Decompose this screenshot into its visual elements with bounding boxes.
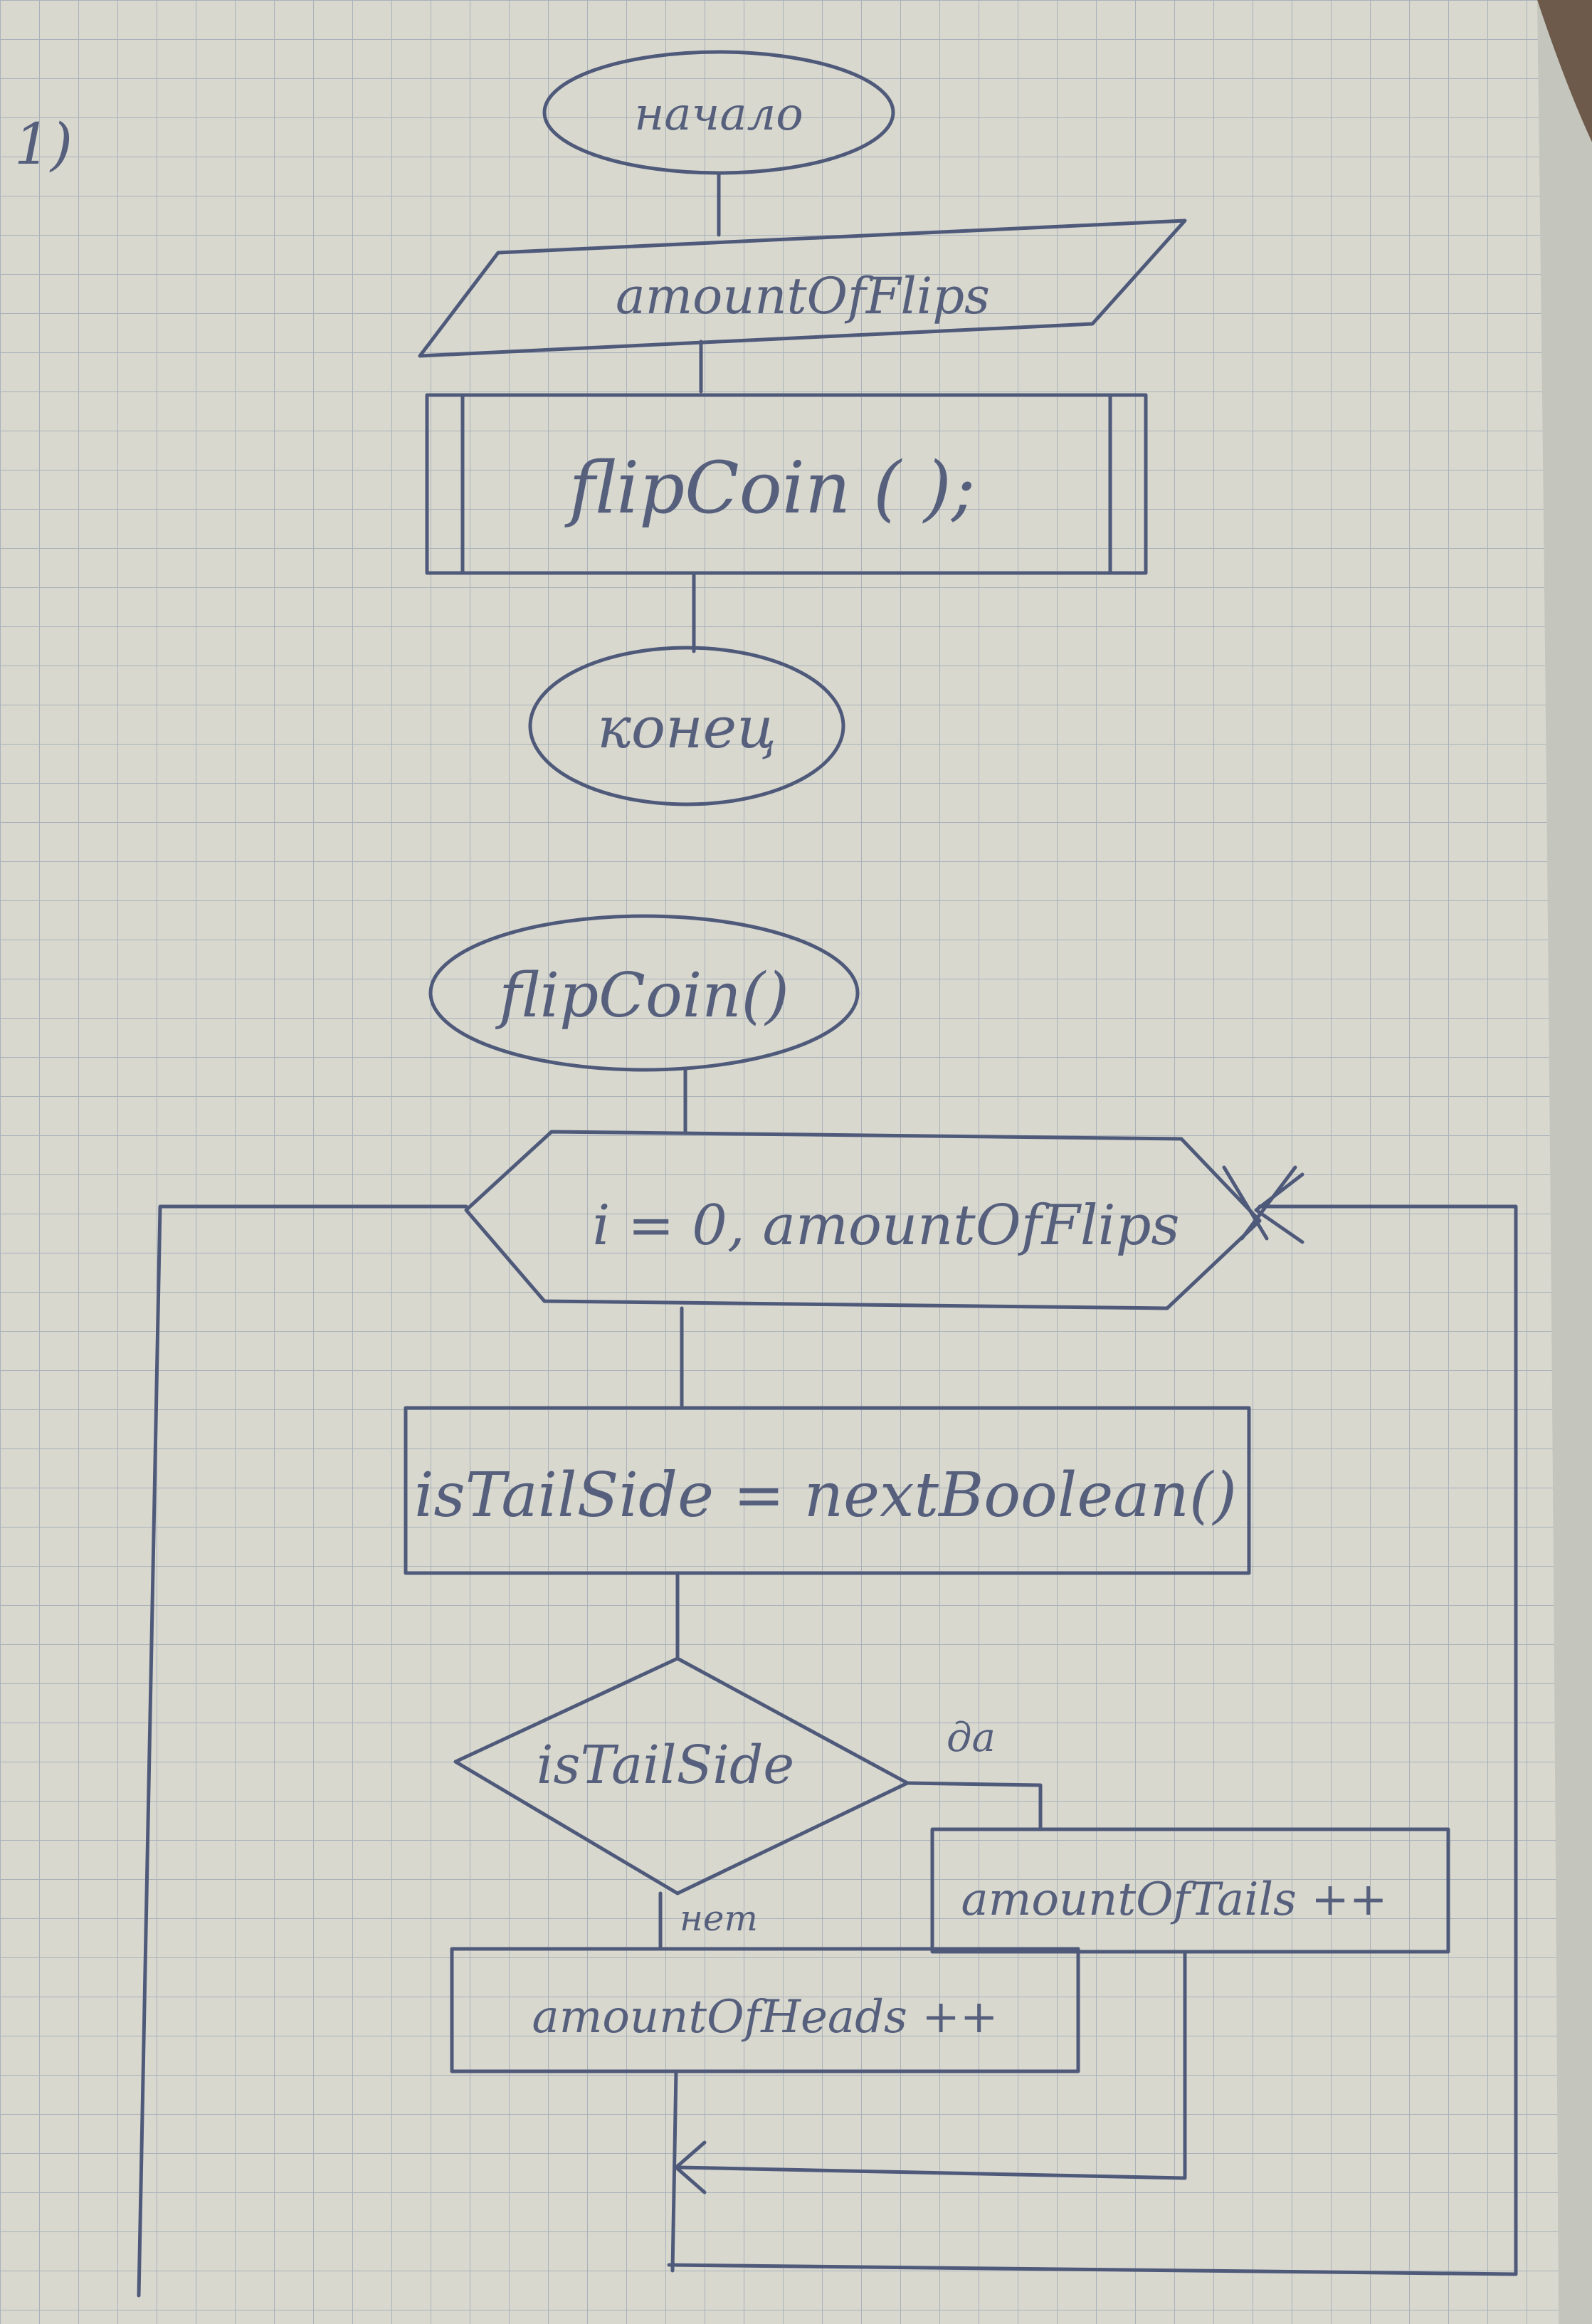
tails-process-box <box>930 1827 1450 1954</box>
yes-branch-line <box>905 1781 1043 1831</box>
function-flowchart: flipCoin() i = 0, amountOfFlips isTailSi… <box>137 914 1518 2298</box>
loop-hexagon <box>464 1130 1262 1310</box>
assign-label: isTailSide = nextBoolean() <box>414 1460 1237 1531</box>
input-label: amountOfFlips <box>616 267 990 325</box>
function-start-terminator <box>428 914 860 1072</box>
loop-label: i = 0, amountOfFlips <box>592 1194 1179 1258</box>
page-edge-shadow <box>1537 0 1592 2324</box>
page-number: 1) <box>14 111 73 177</box>
subroutine-call-box <box>425 393 1148 575</box>
decision-diamond <box>453 1656 910 1896</box>
main-flowchart: начало amountOfFlips flipCoin ( ); конец <box>418 50 1187 806</box>
yes-label: да <box>947 1715 996 1761</box>
end-terminator <box>528 646 845 806</box>
input-parallelogram <box>418 219 1187 358</box>
loop-junction-cross <box>1222 1165 1297 1241</box>
tails-merge-line <box>678 1950 1187 2180</box>
function-name-label: flipCoin() <box>495 960 789 1031</box>
loop-return-arrow <box>1254 1172 1304 1244</box>
loop-return-line <box>667 1204 1518 2276</box>
tails-label: amountOfTails ++ <box>961 1873 1388 1926</box>
heads-merge-line <box>670 2069 678 2273</box>
assign-process-box <box>404 1406 1251 1575</box>
no-label: нет <box>680 1898 758 1939</box>
end-label: конец <box>597 695 776 761</box>
heads-process-box <box>450 1947 1080 2073</box>
start-label: начало <box>634 88 803 141</box>
loop-exit-line <box>137 1204 468 2298</box>
heads-label: amountOfHeads ++ <box>532 1991 998 2044</box>
call-label: flipCoin ( ); <box>564 446 975 530</box>
condition-label: isTailSide <box>537 1735 794 1796</box>
